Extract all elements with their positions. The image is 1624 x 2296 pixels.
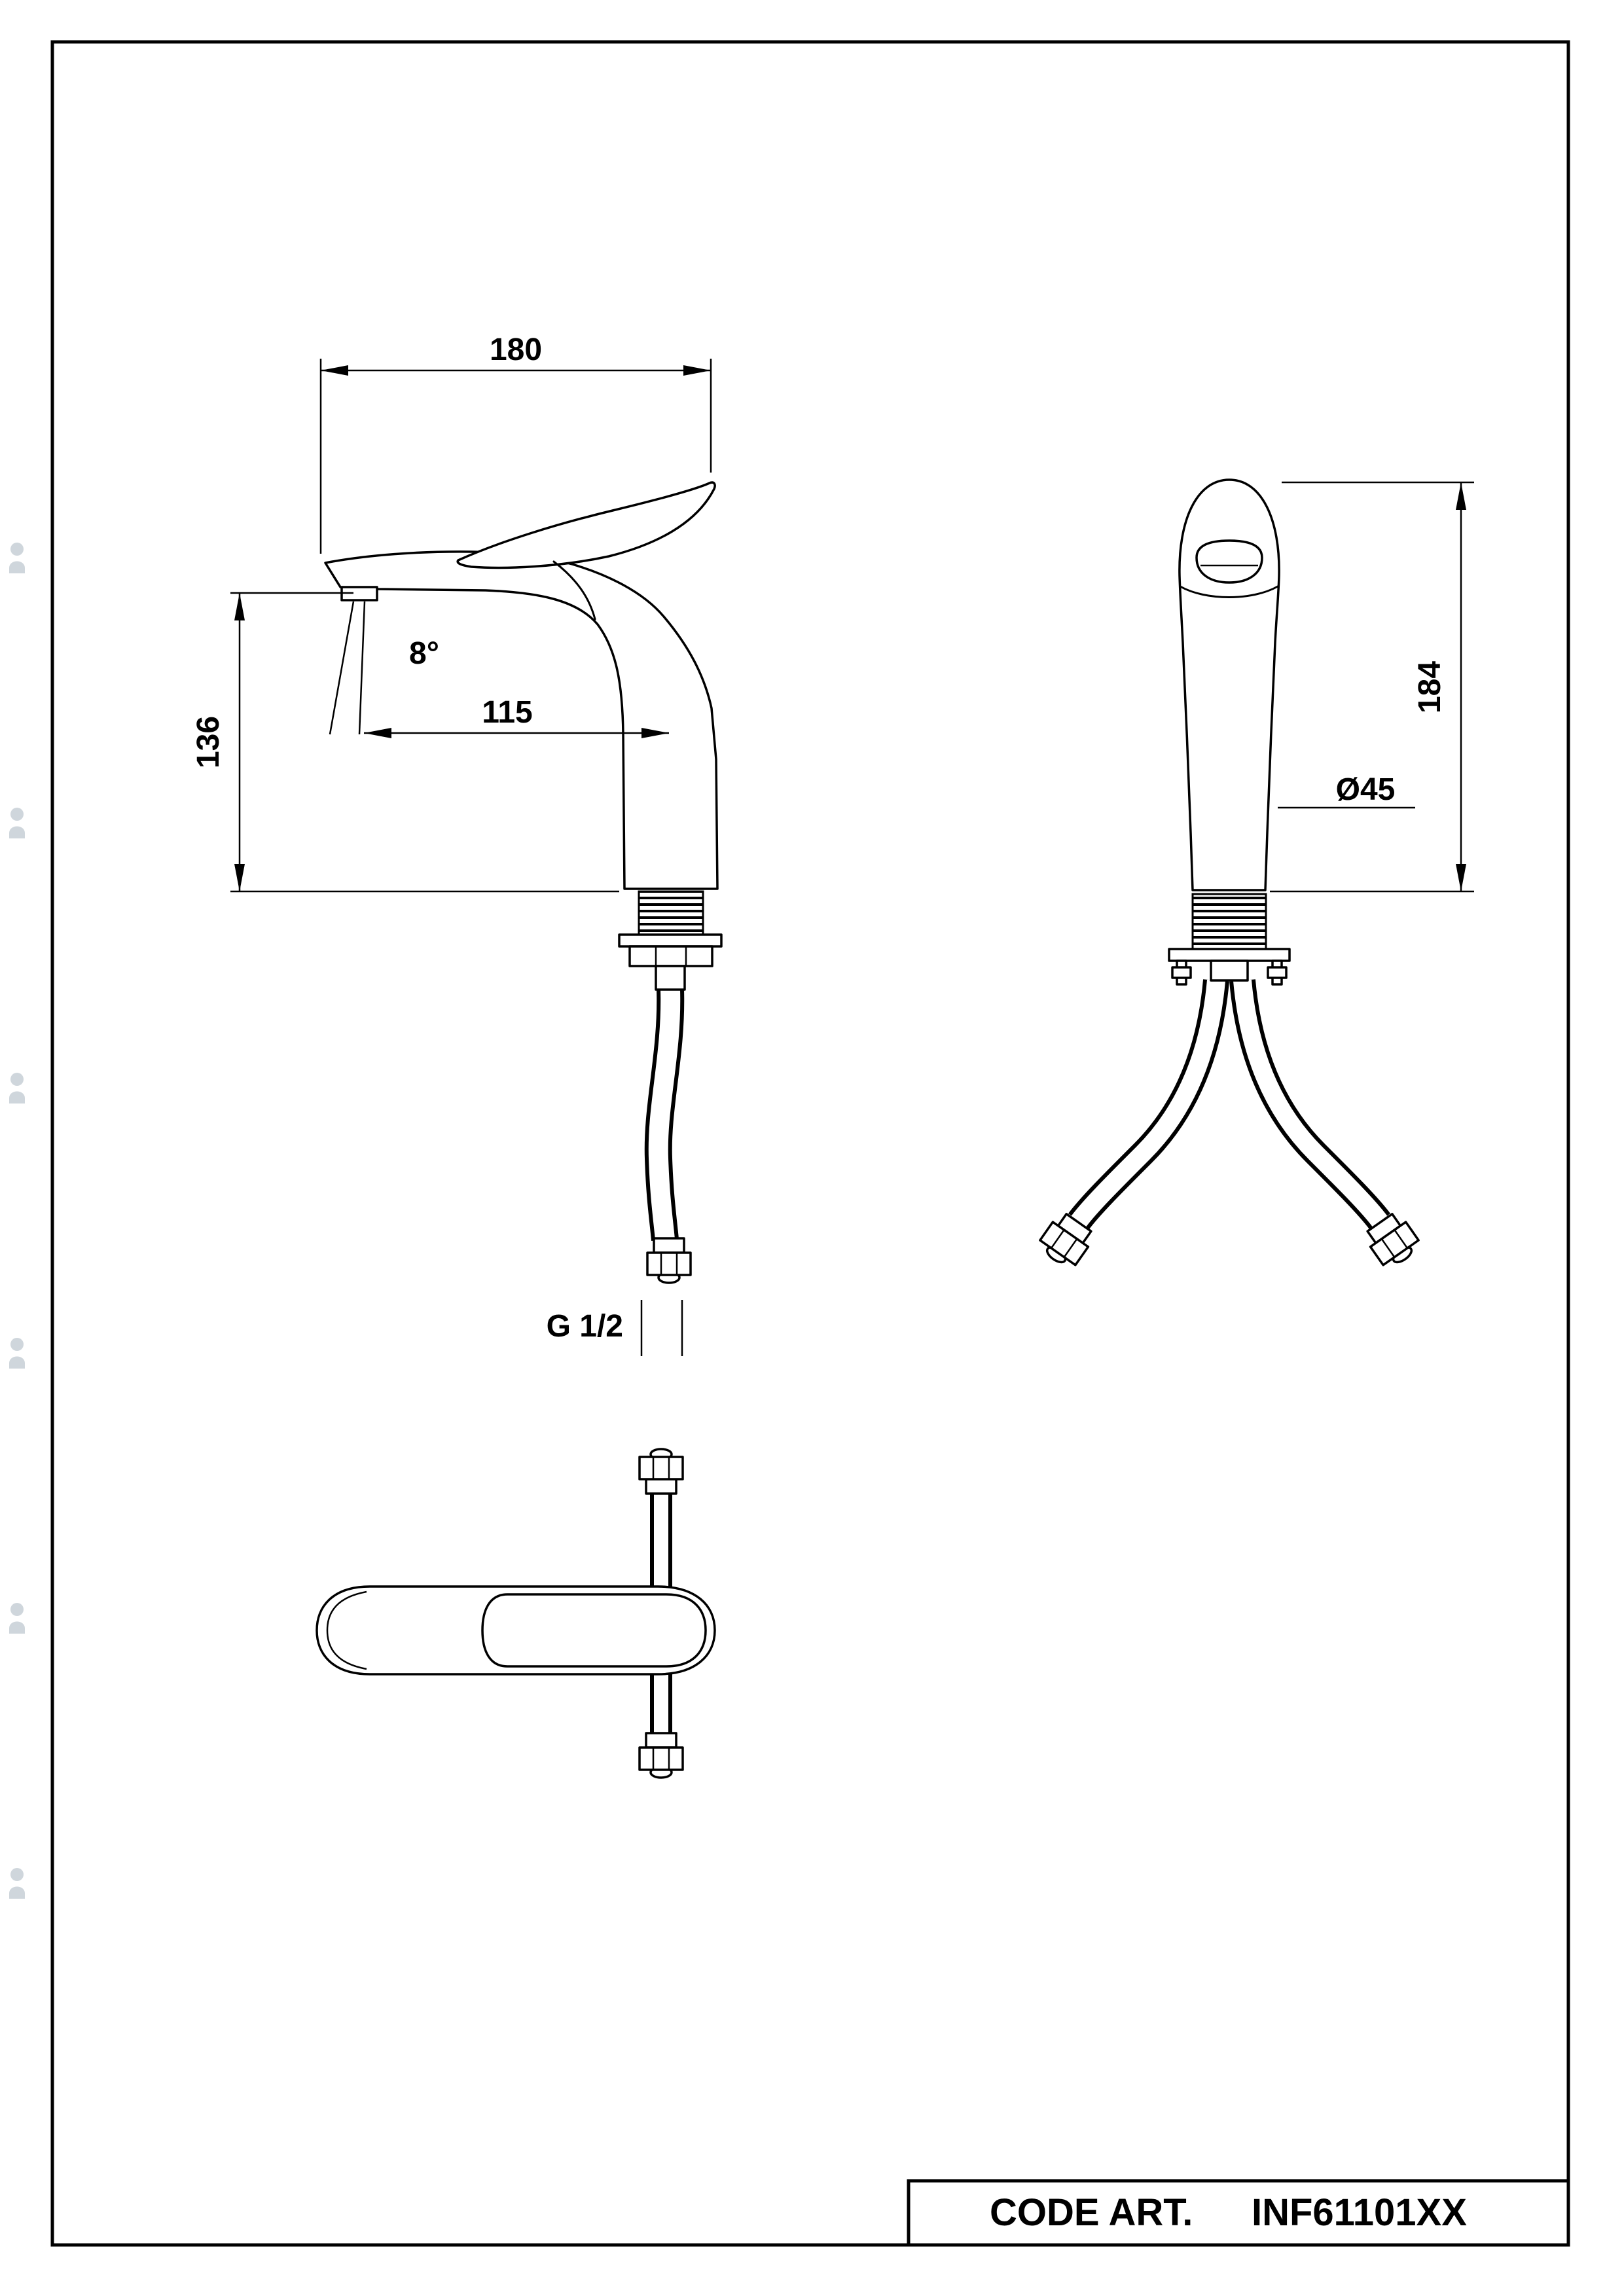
arrowhead xyxy=(321,365,348,376)
dim-label-180: 180 xyxy=(490,332,542,367)
right-stud-nut xyxy=(1267,966,1288,979)
title-block-border xyxy=(907,2179,1570,2247)
lever-handle-side xyxy=(456,481,716,569)
left-stud-nut xyxy=(1171,966,1192,979)
arrowhead xyxy=(1456,482,1466,510)
hose-fitting xyxy=(646,1237,692,1284)
faucet-body-side xyxy=(324,550,719,890)
mounting-nut xyxy=(628,945,713,967)
lever-tip-front xyxy=(1195,539,1263,584)
arrowhead xyxy=(234,593,245,620)
dim-body-diameter: Ø45 xyxy=(1278,772,1415,809)
threaded-shank xyxy=(638,890,704,936)
dim-label-184: 184 xyxy=(1413,661,1447,713)
arrowhead xyxy=(683,365,711,376)
faucet-front-view xyxy=(1034,478,1424,1273)
spray-angle-line xyxy=(329,601,355,735)
lever-handle-top xyxy=(481,1593,707,1668)
dim-overall-width: 180 xyxy=(319,332,712,554)
mounting-flange-front xyxy=(1168,948,1291,962)
faucet-side-view xyxy=(324,481,723,1356)
watermark-icon xyxy=(9,1338,25,1369)
top-hose-fitting xyxy=(638,1448,684,1495)
tailpiece xyxy=(655,965,686,991)
arrowhead xyxy=(641,728,669,738)
mounting-washer xyxy=(618,933,723,948)
page-border-frame xyxy=(50,40,1570,2247)
handle-body-joint-line xyxy=(552,560,596,620)
watermark-icon xyxy=(9,1603,25,1634)
dim-label-115: 115 xyxy=(482,695,532,730)
dim-label-d45: Ø45 xyxy=(1336,772,1396,807)
title-block: CODE ART. INF61101XX xyxy=(907,2179,1570,2247)
hose-outlet xyxy=(1210,960,1249,982)
watermark-icon xyxy=(9,808,25,838)
watermark-icon xyxy=(9,543,25,573)
article-code: INF61101XX xyxy=(1252,2191,1467,2234)
code-art-label: CODE ART. xyxy=(990,2191,1193,2234)
watermark-icon xyxy=(9,1073,25,1103)
dim-spout-reach: 115 xyxy=(364,695,669,738)
arrowhead xyxy=(364,728,391,738)
threaded-shank-front xyxy=(1191,893,1267,950)
dim-label-8deg: 8° xyxy=(409,636,439,671)
spray-vertical-line xyxy=(358,601,366,735)
arrowhead xyxy=(234,864,245,891)
supply-hose-core xyxy=(648,989,681,1241)
watermark-column xyxy=(9,543,25,1899)
dim-label-136: 136 xyxy=(191,716,226,768)
faucet-body-front xyxy=(1178,478,1280,891)
faucet-top-view xyxy=(316,1448,716,1779)
left-supply-hose-core xyxy=(1071,979,1225,1227)
cap-separation-line xyxy=(1179,585,1279,598)
arrowhead xyxy=(1456,864,1466,891)
spout-contour-top xyxy=(326,1590,367,1670)
bottom-hose-fitting xyxy=(638,1732,684,1779)
right-supply-hose-core xyxy=(1233,979,1388,1227)
dim-spout-height: 136 xyxy=(191,592,619,893)
watermark-icon xyxy=(9,1868,25,1899)
dim-label-g12: G 1/2 xyxy=(547,1309,623,1344)
dim-overall-height: 184 xyxy=(1270,481,1474,893)
